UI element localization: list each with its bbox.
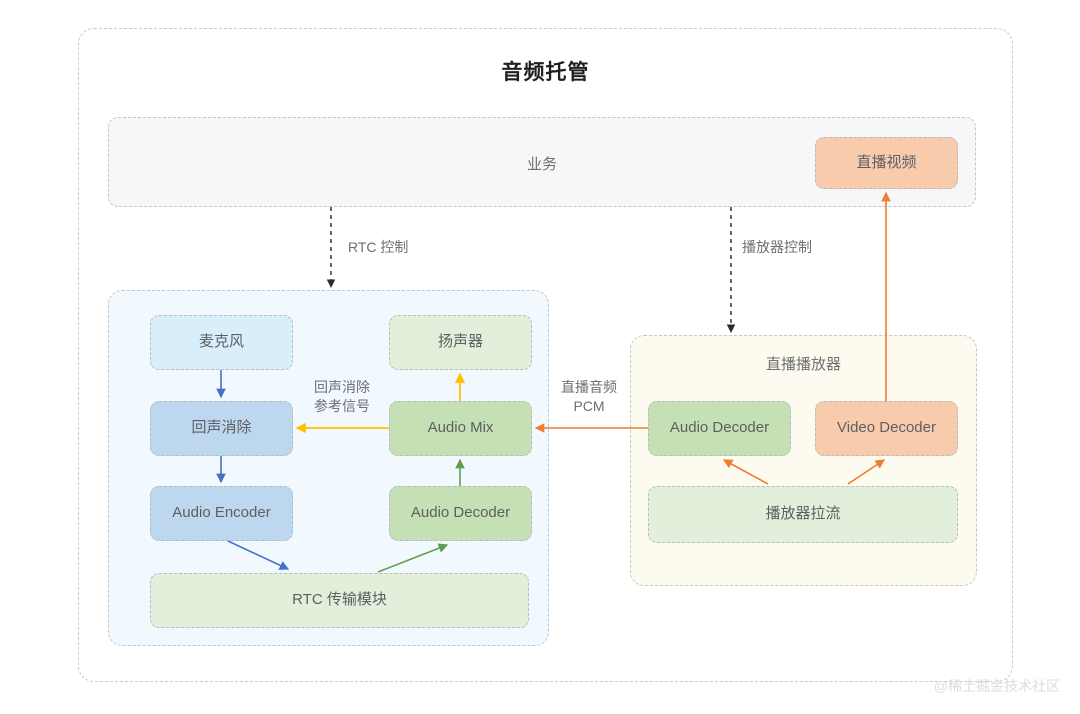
node-player-audio-decoder-label: Audio Decoder [669,419,770,437]
node-speaker[interactable]: 扬声器 [389,315,532,370]
node-microphone-label: 麦克风 [198,333,244,351]
node-speaker-label: 扬声器 [437,333,483,351]
node-player-pull-label: 播放器拉流 [765,505,841,523]
node-audio-decoder-label: Audio Decoder [410,504,511,522]
node-echo-cancellation-label: 回声消除 [191,419,252,437]
node-audio-encoder[interactable]: Audio Encoder [150,486,293,541]
node-microphone[interactable]: 麦克风 [150,315,293,370]
node-audio-mix[interactable]: Audio Mix [389,401,532,456]
edge-label-aec-reference: 回声消除 参考信号 [314,379,370,414]
page-title: 音频托管 [501,61,590,84]
node-live-video-label: 直播视频 [856,153,917,171]
watermark: @稀土掘金技术社区 [933,678,1060,694]
node-audio-encoder-label: Audio Encoder [172,504,271,522]
node-rtc-transport[interactable]: RTC 传输模块 [150,573,529,628]
node-player-video-decoder-label: Video Decoder [837,419,936,437]
node-audio-mix-label: Audio Mix [427,419,494,437]
node-player-pull[interactable]: 播放器拉流 [648,486,958,543]
node-audio-decoder[interactable]: Audio Decoder [389,486,532,541]
live-player-group-title: 直播播放器 [765,356,841,373]
node-rtc-transport-label: RTC 传输模块 [292,591,387,609]
node-player-video-decoder[interactable]: Video Decoder [815,401,958,456]
edge-label-live-audio-pcm: 直播音频 PCM [561,379,617,414]
edge-label-player-control: 播放器控制 [742,239,812,255]
outer-frame [78,28,1013,682]
edge-label-rtc-control: RTC 控制 [348,239,409,255]
live-player-group [630,335,977,586]
business-band-label: 业务 [526,156,557,173]
node-live-video[interactable]: 直播视频 [815,137,958,189]
node-echo-cancellation[interactable]: 回声消除 [150,401,293,456]
node-player-audio-decoder[interactable]: Audio Decoder [648,401,791,456]
